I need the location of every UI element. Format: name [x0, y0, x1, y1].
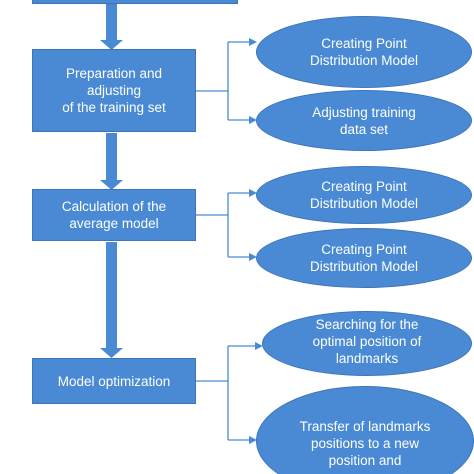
down-arrow-top-to-prep [100, 4, 123, 50]
outcome-creating-pdm-1: Creating Point Distribution Model [256, 16, 472, 88]
step-model-optimization-box: Model optimization [32, 358, 196, 404]
start-box [32, 0, 238, 4]
down-arrow-prep-to-avg [100, 133, 123, 190]
connector-prep-outcomes [196, 38, 257, 124]
step-average-model-box: Calculation of the average model [32, 189, 196, 241]
outcome-creating-pdm-2: Creating Point Distribution Model [256, 166, 472, 224]
outcome-transfer-landmarks: Transfer of landmarks positions to a new… [256, 386, 474, 474]
connector-opt-outcomes [196, 342, 263, 444]
outcome-creating-pdm-3: Creating Point Distribution Model [256, 228, 472, 288]
outcome-searching-landmarks: Searching for the optimal position of la… [262, 311, 472, 376]
down-arrow-avg-to-opt [100, 242, 123, 358]
connector-avg-outcomes [196, 189, 257, 261]
step-preparation-box: Preparation and adjusting of the trainin… [32, 49, 196, 132]
outcome-adjusting-training-data: Adjusting training data set [256, 90, 472, 151]
